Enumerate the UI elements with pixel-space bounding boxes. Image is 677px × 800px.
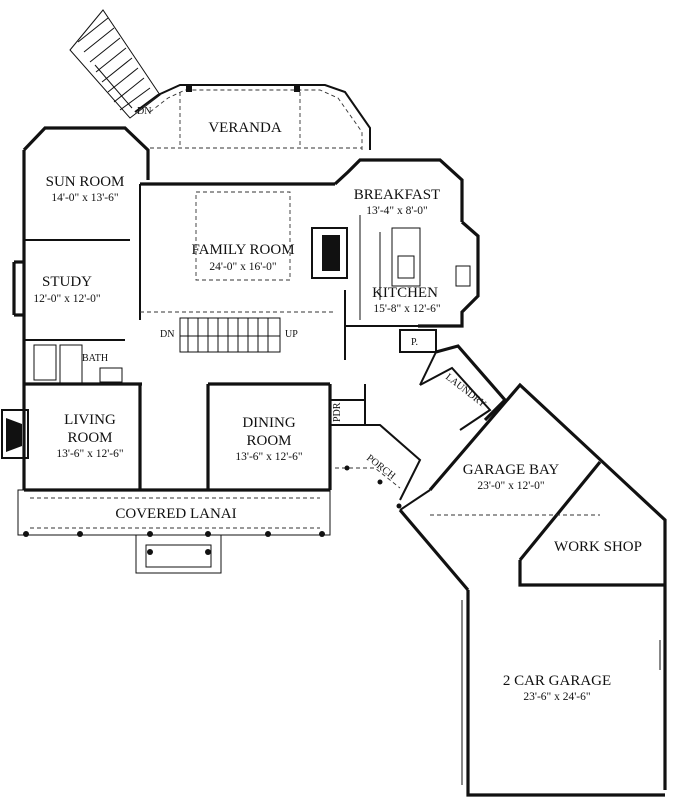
porch-label: PORCH: [364, 453, 397, 482]
sun-room-dims: 14'-0" x 13'-6": [51, 192, 118, 204]
main-stair: DN UP: [160, 317, 298, 353]
living-room-dims: 13'-6" x 12'-6": [56, 448, 123, 460]
covered-lanai: [17, 489, 331, 574]
dining-room-dims: 13'-6" x 12'-6": [235, 451, 302, 463]
dining-room-label-line2: ROOM: [246, 433, 291, 449]
living-room-label-line2: ROOM: [67, 430, 112, 446]
kitchen-label: KITCHEN: [372, 285, 438, 301]
study-dims: 12'-0" x 12'-0": [33, 293, 100, 305]
garage-walls: [398, 382, 667, 797]
family-room-label: FAMILY ROOM: [191, 242, 294, 258]
work-shop-label: WORK SHOP: [554, 539, 642, 555]
study-label: STUDY: [42, 274, 92, 290]
bath-label: BATH: [82, 353, 108, 364]
breakfast-dims: 13'-4" x 8'-0": [366, 205, 427, 217]
kitchen-dims: 15'-8" x 12'-6": [373, 303, 440, 315]
laundry-label: LAUNDRY: [443, 372, 488, 410]
sun-room-label: SUN ROOM: [46, 174, 125, 190]
stair-up-label: UP: [285, 329, 298, 340]
veranda: VERANDA: [134, 84, 371, 150]
pantry-label: P.: [411, 337, 418, 348]
garage-bay-dims: 23'-0" x 12'-0": [477, 480, 544, 492]
exterior-stair: DN: [69, 9, 161, 119]
garage-bay-label: GARAGE BAY: [463, 462, 560, 478]
covered-lanai-label: COVERED LANAI: [115, 506, 236, 522]
family-room-dims: 24'-0" x 16'-0": [209, 261, 276, 273]
exterior-stair-dn-label: DN: [137, 106, 151, 117]
stair-dn-label: DN: [160, 329, 174, 340]
two-car-garage-label: 2 CAR GARAGE: [503, 673, 611, 689]
living-room-label-line1: LIVING: [64, 412, 116, 428]
veranda-label: VERANDA: [208, 120, 281, 136]
powder-room-label: PDR: [332, 402, 343, 422]
dining-room-label-line1: DINING: [242, 415, 295, 431]
breakfast-label: BREAKFAST: [354, 187, 440, 203]
two-car-garage-dims: 23'-6" x 24'-6": [523, 691, 590, 703]
